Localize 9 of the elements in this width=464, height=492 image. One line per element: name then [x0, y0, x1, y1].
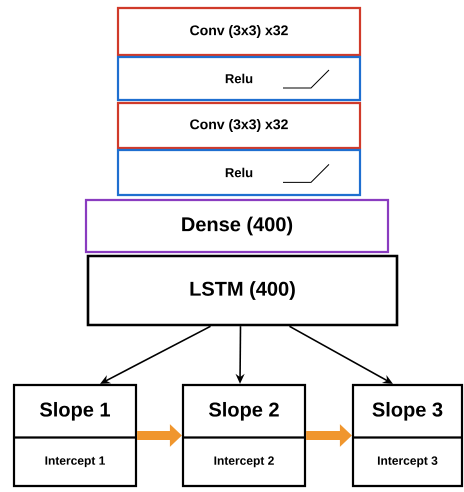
- lstm-layer-box: LSTM (400): [86, 254, 398, 326]
- relu-layer-box: Relu: [116, 148, 362, 196]
- output-box: Slope 2 Intercept 2: [182, 384, 306, 488]
- dense-layer-box: Dense (400): [84, 198, 390, 254]
- output-box: Slope 3 Intercept 3: [352, 384, 464, 488]
- conv-layer-box: Conv (3x3) x32: [116, 102, 362, 150]
- conv-layer-box: Conv (3x3) x32: [116, 6, 362, 56]
- output-box: Slope 1 Intercept 1: [12, 384, 138, 488]
- relu-layer-box: Relu: [116, 56, 362, 102]
